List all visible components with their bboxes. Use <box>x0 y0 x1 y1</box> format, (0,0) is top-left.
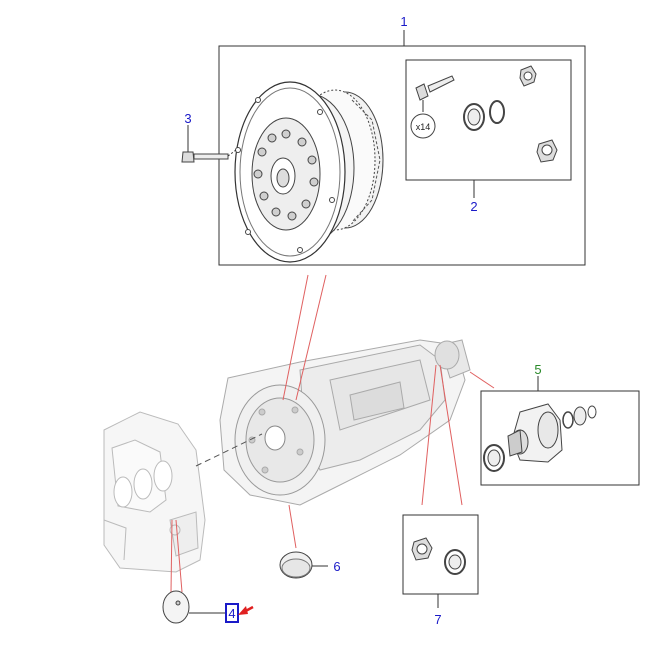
input-shaft-line <box>195 433 263 467</box>
leader-red-1a <box>282 274 309 401</box>
leader-red-1b <box>295 274 327 401</box>
bolt-part-3 <box>181 125 237 163</box>
leader-red-6 <box>288 504 297 549</box>
callout-2[interactable]: 2 <box>470 199 477 214</box>
torque-converter <box>234 81 384 263</box>
kit-plug-bottom <box>536 139 558 163</box>
kit-seal-ring <box>463 103 485 131</box>
leader-red-5 <box>469 371 495 389</box>
kit-plug-top <box>519 65 537 87</box>
seal-kit-7 <box>411 537 466 575</box>
kit-o-ring <box>489 100 505 124</box>
bolt-qty-label: x14 <box>416 122 431 132</box>
plate-part-4 <box>162 590 226 624</box>
red-arrow-icon <box>238 605 254 615</box>
cover-part-6 <box>279 551 328 579</box>
callout-6[interactable]: 6 <box>333 559 340 574</box>
callout-1[interactable]: 1 <box>400 14 407 29</box>
engine-block <box>103 411 206 573</box>
callout-3[interactable]: 3 <box>184 111 191 126</box>
callout-5[interactable]: 5 <box>534 362 541 377</box>
leader-red-4a <box>170 519 173 593</box>
callout-4[interactable]: 4 <box>228 606 235 621</box>
differential-assembly <box>483 403 597 472</box>
kit-bolt <box>410 75 455 139</box>
callout-7[interactable]: 7 <box>434 612 441 627</box>
selection-box-4 <box>225 603 239 623</box>
leader-red-7b <box>439 364 463 506</box>
leader-red-4b <box>175 519 183 593</box>
leader-red-7a <box>421 364 437 506</box>
transmission-housing <box>219 339 471 506</box>
